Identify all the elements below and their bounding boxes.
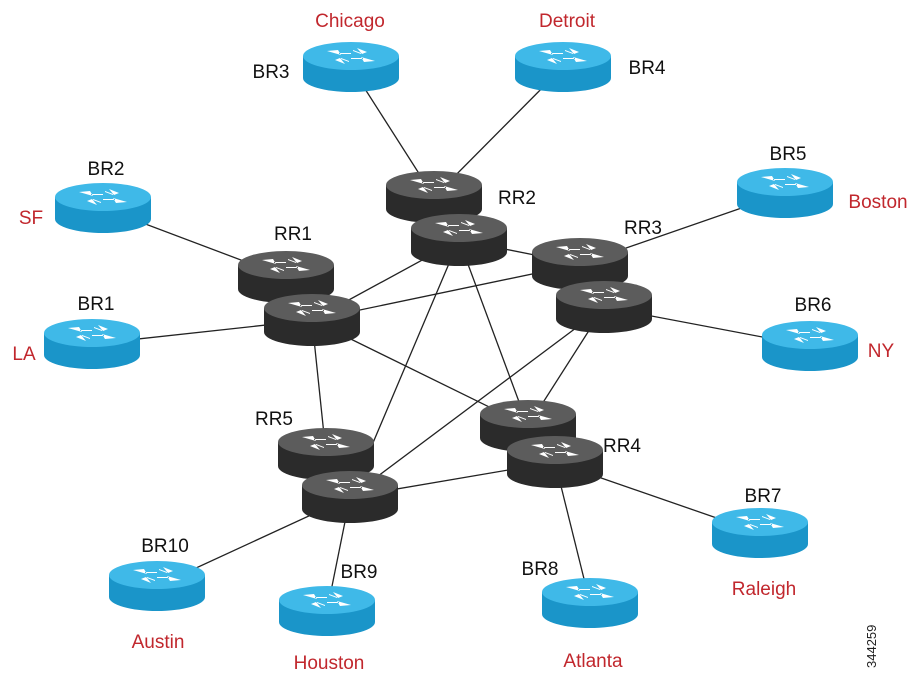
border-router-br6-icon[interactable] <box>762 321 858 371</box>
router-label-br2: BR2 <box>88 159 125 180</box>
router-top <box>515 42 611 70</box>
city-label-br8: Atlanta <box>563 651 623 672</box>
router-top <box>737 168 833 196</box>
router-label-br7: BR7 <box>745 486 782 507</box>
router-top <box>386 171 482 199</box>
router-label-br6: BR6 <box>795 295 832 316</box>
route-reflector-rr1-back-icon[interactable] <box>238 251 334 303</box>
city-label-br4: Detroit <box>539 11 596 32</box>
router-top <box>302 471 398 499</box>
router-top <box>507 436 603 464</box>
router-label-br4: BR4 <box>629 58 666 79</box>
city-label-br5: Boston <box>848 192 907 213</box>
route-reflector-rr2-back-icon[interactable] <box>386 171 482 223</box>
figure-id: 344259 <box>864 625 879 668</box>
router-top <box>542 578 638 606</box>
router-label-rr5: RR5 <box>255 409 293 430</box>
router-top <box>44 319 140 347</box>
route-reflector-rr4-front-icon[interactable] <box>507 436 603 488</box>
router-top <box>762 321 858 349</box>
border-router-br2-icon[interactable] <box>55 183 151 233</box>
router-label-br3: BR3 <box>253 62 290 83</box>
router-top <box>411 214 507 242</box>
city-label-br6: NY <box>868 341 895 362</box>
router-top <box>238 251 334 279</box>
city-label-br10: Austin <box>132 632 185 653</box>
router-top <box>279 586 375 614</box>
border-router-br4-icon[interactable] <box>515 42 611 92</box>
router-label-br10: BR10 <box>141 536 189 557</box>
border-router-br9-icon[interactable] <box>279 586 375 636</box>
route-reflector-rr2-front-icon[interactable] <box>411 214 507 266</box>
router-top <box>712 508 808 536</box>
links-layer <box>91 66 811 612</box>
router-label-rr2: RR2 <box>498 188 536 209</box>
city-label-br2: SF <box>19 208 43 229</box>
router-label-br9: BR9 <box>341 562 378 583</box>
link-rr3b-rr5b <box>349 306 605 498</box>
router-label-rr1: RR1 <box>274 224 312 245</box>
border-router-br3-icon[interactable] <box>303 42 399 92</box>
router-label-br8: BR8 <box>522 559 559 580</box>
route-reflector-rr5-back-icon[interactable] <box>278 428 374 480</box>
router-label-rr4: RR4 <box>603 436 641 457</box>
link-rr2b-rr4a <box>458 239 529 427</box>
router-label-br1: BR1 <box>78 294 115 315</box>
router-label-rr3: RR3 <box>624 218 662 239</box>
route-reflector-rr5-front-icon[interactable] <box>302 471 398 523</box>
route-reflector-rr1-front-icon[interactable] <box>264 294 360 346</box>
city-label-br9: Houston <box>294 653 365 674</box>
router-top <box>278 428 374 456</box>
route-reflector-rr3-back-icon[interactable] <box>532 238 628 290</box>
city-label-br7: Raleigh <box>732 579 796 600</box>
router-top <box>532 238 628 266</box>
router-top <box>303 42 399 70</box>
router-label-br5: BR5 <box>770 144 807 165</box>
border-router-br10-icon[interactable] <box>109 561 205 611</box>
router-top <box>109 561 205 589</box>
border-router-br5-icon[interactable] <box>737 168 833 218</box>
nodes-layer <box>44 42 858 636</box>
router-top <box>556 281 652 309</box>
router-top <box>264 294 360 322</box>
city-label-br1: LA <box>12 344 36 365</box>
border-router-br1-icon[interactable] <box>44 319 140 369</box>
city-label-br3: Chicago <box>315 11 385 32</box>
border-router-br8-icon[interactable] <box>542 578 638 628</box>
router-top <box>480 400 576 428</box>
router-top <box>55 183 151 211</box>
route-reflector-rr3-front-icon[interactable] <box>556 281 652 333</box>
border-router-br7-icon[interactable] <box>712 508 808 558</box>
